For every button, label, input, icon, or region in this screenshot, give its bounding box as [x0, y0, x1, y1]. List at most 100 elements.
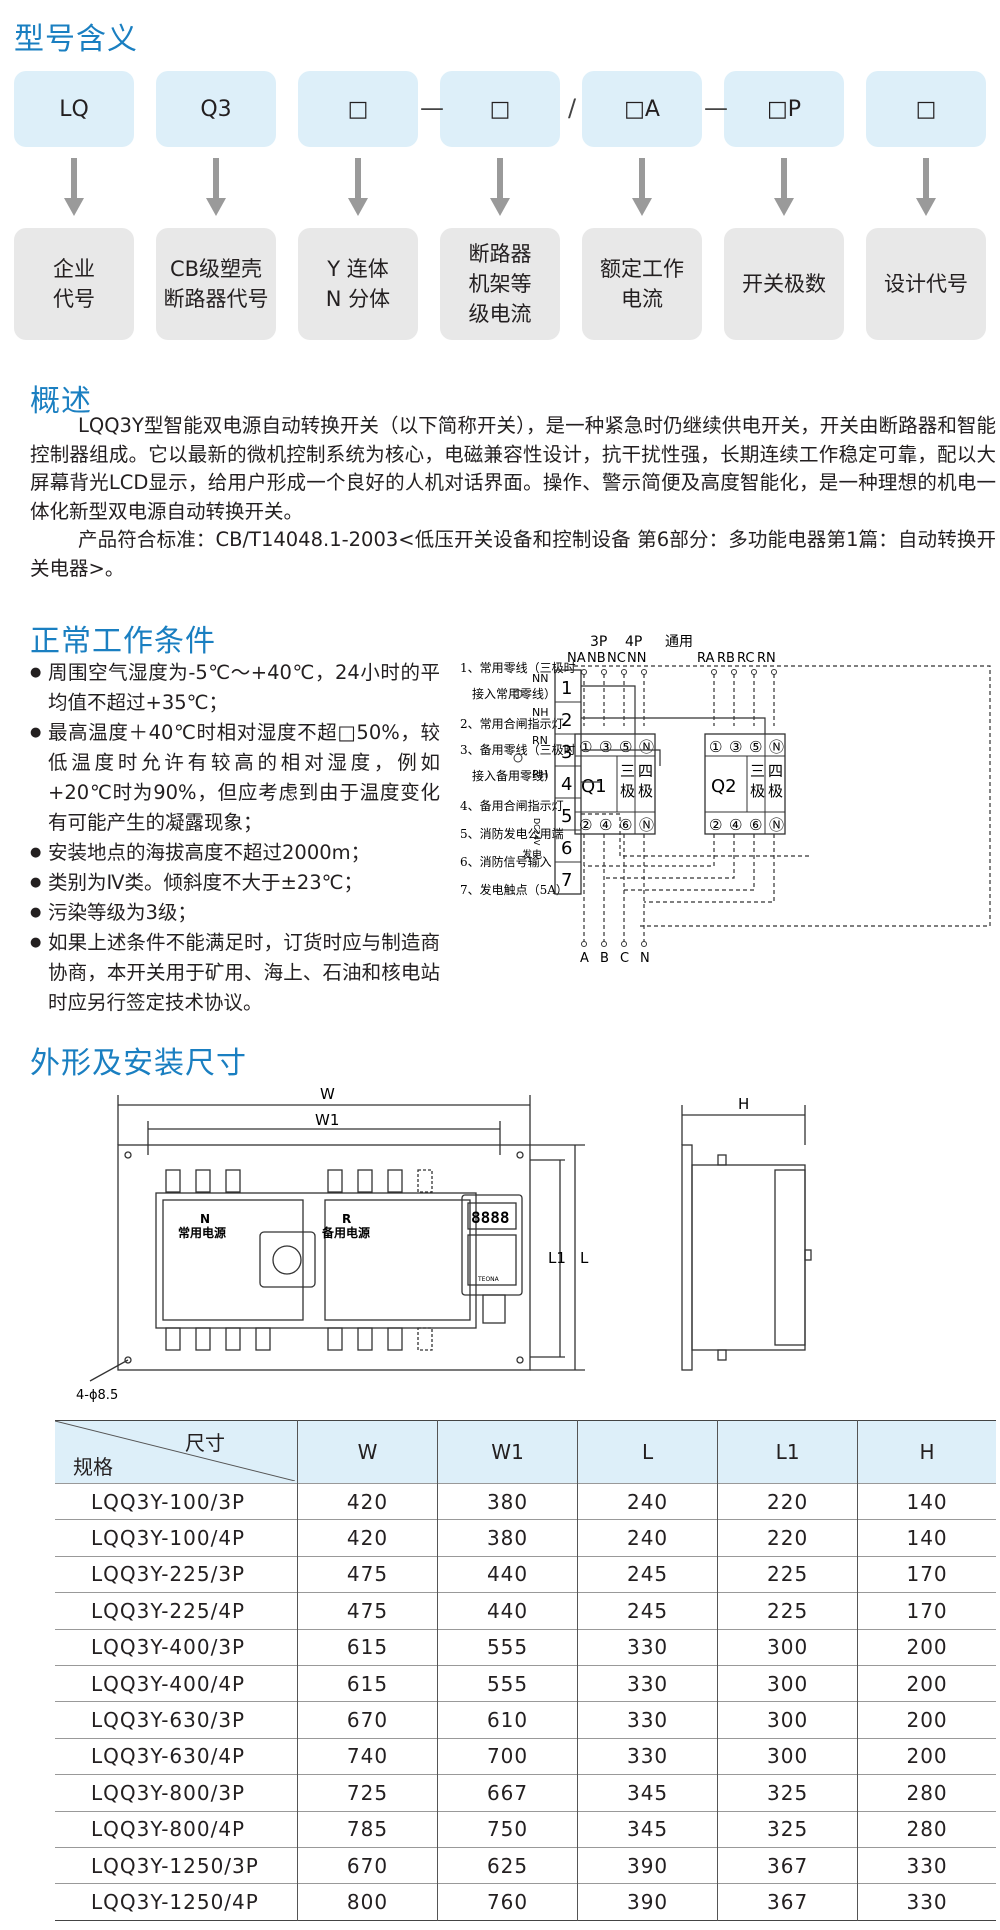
dimension-cell: 300 [717, 1664, 859, 1702]
condition-item: 最高温度＋40℃时相对湿度不超□50%，较低温度时允许有较高的相对湿度，例如+2… [30, 718, 440, 838]
dimension-cell: 330 [577, 1664, 719, 1702]
dimension-cell: 170 [857, 1592, 996, 1630]
model-separator: / [567, 94, 577, 122]
dimension-cell: 420 [297, 1482, 439, 1520]
dimension-cell: 240 [577, 1482, 719, 1520]
dimension-cell: 615 [297, 1628, 439, 1666]
dimension-cell: 330 [857, 1846, 996, 1884]
model-code-box: □ [298, 71, 418, 147]
dimension-cell: 420 [297, 1519, 439, 1557]
table-corner: 尺寸 规格 [55, 1420, 298, 1484]
terminal-label: NN [532, 672, 548, 685]
dimension-cell: 280 [857, 1774, 996, 1812]
model-code-box: LQ [14, 71, 134, 147]
contact-bottom: ④ [599, 816, 612, 834]
wiring-header-common: 通用 [665, 634, 693, 650]
dimension-cell: 367 [717, 1883, 859, 1921]
wiring-legend-item: 3、备用零线（三极时 [460, 743, 576, 757]
dimensions-title: 外形及安装尺寸 [30, 1046, 247, 1081]
dimension-cell: 740 [297, 1737, 439, 1775]
model-separator: — [420, 94, 444, 122]
dimension-cell: 330 [577, 1737, 719, 1775]
dimension-cell: 390 [577, 1846, 719, 1884]
model-cell: LQQ3Y-630/3P [55, 1701, 298, 1739]
output-phase-label: B [600, 951, 609, 966]
hole-spec: 4-ϕ8.5 [76, 1388, 118, 1403]
dimension-cell: 325 [717, 1810, 859, 1848]
model-cell: LQQ3Y-100/3P [55, 1482, 298, 1520]
terminal-number: 2 [561, 710, 572, 731]
model-cell: LQQ3Y-630/4P [55, 1737, 298, 1775]
header-l: L [577, 1420, 719, 1484]
dimension-cell: 140 [857, 1519, 996, 1557]
contact-bottom: ⑥ [619, 816, 632, 834]
down-arrow-icon [632, 158, 652, 216]
dimension-cell: 245 [577, 1592, 719, 1630]
model-code-box: □ [866, 71, 986, 147]
wiring-legend-item: 4、备用合闸指示灯 [460, 798, 564, 813]
four-pole-label: 四极 [768, 762, 783, 800]
dim-l1: L1 [548, 1249, 566, 1267]
model-code-box: Q3 [156, 71, 276, 147]
phase-label: RC [737, 651, 754, 666]
dimension-cell: 245 [577, 1555, 719, 1593]
dim-w1: W1 [315, 1111, 339, 1129]
dimension-cell: 140 [857, 1482, 996, 1520]
four-pole-label: 四极 [638, 762, 653, 800]
down-arrow-icon [348, 158, 368, 216]
dimension-cell: 345 [577, 1774, 719, 1812]
backup-source-r: R [342, 1212, 351, 1226]
dc24v-label: DC24V [532, 818, 541, 846]
dimension-cell: 300 [717, 1737, 859, 1775]
dimension-cell: 225 [717, 1592, 859, 1630]
contact-top: ① [709, 738, 722, 756]
wiring-legend-item: 接入备用零线） [472, 768, 556, 783]
dimension-cell: 475 [297, 1592, 439, 1630]
terminal-label: NH [532, 706, 549, 719]
dimension-cell: 345 [577, 1810, 719, 1848]
condition-item: 周围空气湿度为-5℃～+40℃，24小时的平均值不超过+35℃； [30, 658, 440, 718]
dimension-cell: 380 [437, 1519, 579, 1557]
model-meaning-box: 额定工作 电流 [582, 228, 702, 340]
phase-label: NB [587, 651, 606, 666]
phase-label: RA [697, 651, 715, 666]
model-cell: LQQ3Y-225/4P [55, 1592, 298, 1630]
terminal-number: 4 [561, 774, 572, 795]
contact-top: ① [579, 738, 592, 756]
contact-top: Ⓝ [639, 738, 654, 756]
wiring-header-3p: 3P [590, 634, 607, 650]
dimension-cell: 390 [577, 1883, 719, 1921]
contact-top: ③ [599, 738, 612, 756]
terminal-number: 3 [561, 742, 572, 763]
model-cell: LQQ3Y-1250/3P [55, 1846, 298, 1884]
wiring-legend-item: 5、消防发电公用端 [460, 826, 564, 841]
dimension-cell: 555 [437, 1664, 579, 1702]
model-meaning-box: CB级塑壳 断路器代号 [156, 228, 276, 340]
corner-top-label: 尺寸 [185, 1431, 225, 1455]
dimension-cell: 440 [437, 1592, 579, 1630]
dimension-cell: 200 [857, 1701, 996, 1739]
dim-l: L [580, 1249, 589, 1267]
contact-top: ⑤ [619, 738, 632, 756]
contact-bottom: Ⓝ [769, 816, 784, 834]
conditions-list: 周围空气湿度为-5℃～+40℃，24小时的平均值不超过+35℃；最高温度＋40℃… [30, 658, 440, 1018]
dimension-cell: 225 [717, 1555, 859, 1593]
dimension-cell: 670 [297, 1701, 439, 1739]
model-cell: LQQ3Y-800/3P [55, 1774, 298, 1812]
model-cell: LQQ3Y-225/3P [55, 1555, 298, 1593]
model-meaning-box: 设计代号 [866, 228, 986, 340]
contact-bottom: Ⓝ [639, 816, 654, 834]
output-phase-label: N [640, 951, 650, 966]
wiring-legend-item: 1、常用零线（三极时 [460, 661, 576, 675]
model-cell: LQQ3Y-400/3P [55, 1628, 298, 1666]
dimension-cell: 170 [857, 1555, 996, 1593]
controller-display: 8888 [471, 1208, 510, 1227]
dimension-cell: 760 [437, 1883, 579, 1921]
breaker-q1: Q1 [581, 776, 607, 797]
